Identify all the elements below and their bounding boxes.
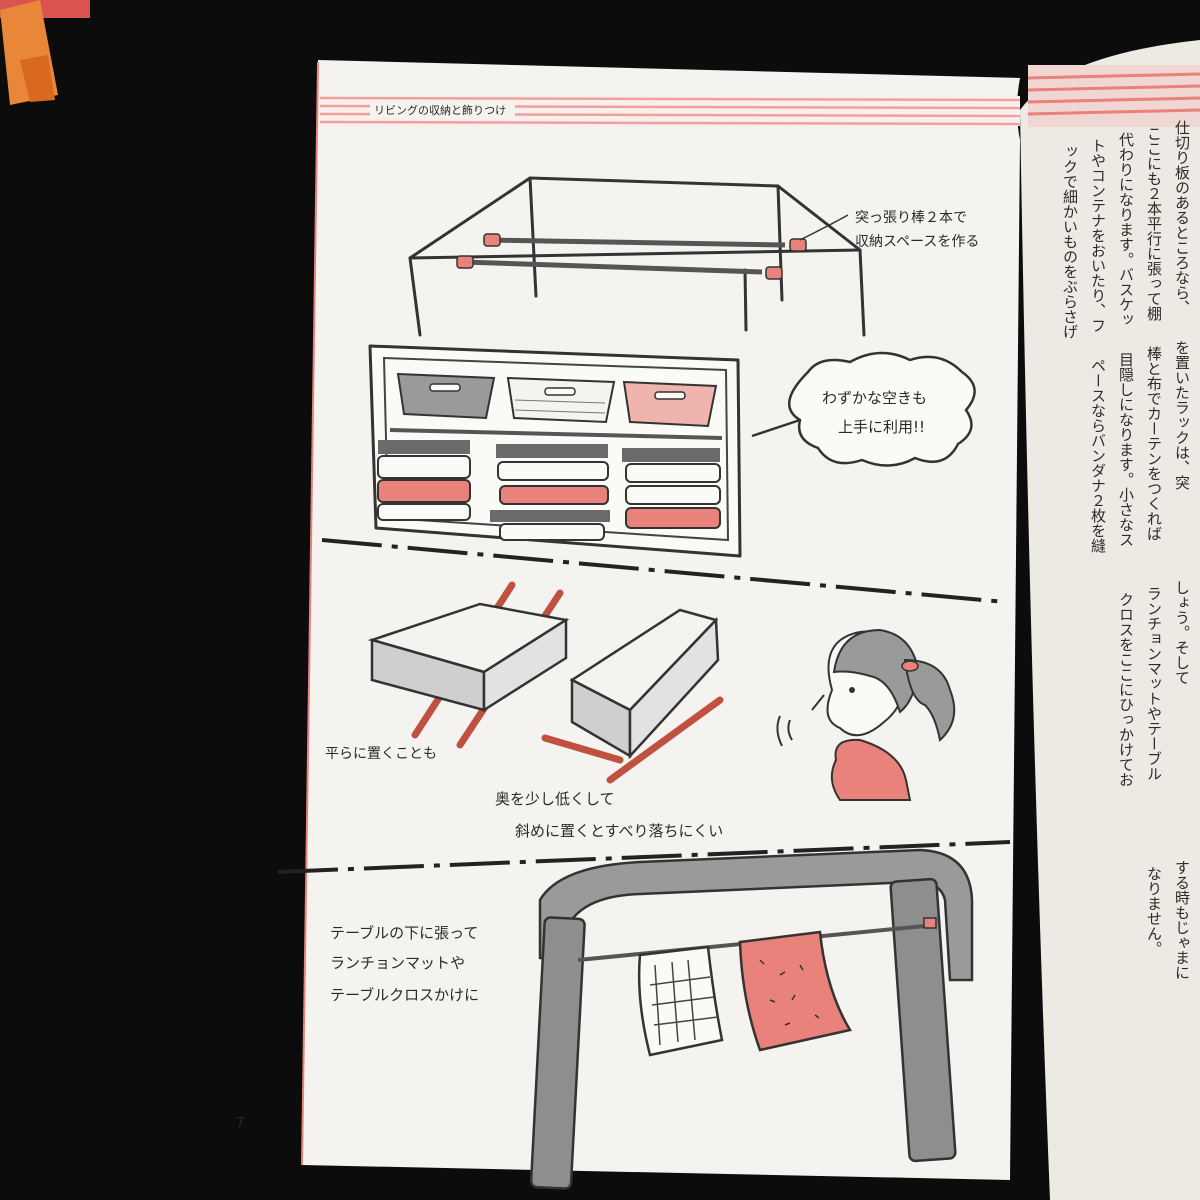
bubble-line1: わずかな空きも [822,389,927,407]
facing-col-6: を置いたラックは、突 [1173,340,1191,490]
label-flat: 平らに置くことも [325,746,437,762]
speech-bubble [751,351,976,467]
storage-cabinet [368,344,742,558]
facing-col-12: クロスをここにひっかけてお [1117,592,1135,787]
basket-white [506,376,616,424]
box-flat [367,581,570,749]
label-table-line3: テーブルクロスかけに [330,986,479,1004]
callout-rods-line2: 収納スペースを作る [855,234,979,250]
tension-rods [456,214,849,280]
facing-col-8: 目隠しになります。小さなス [1117,352,1135,547]
facing-page [1020,40,1200,1200]
label-slanted-line1: 奥を少し低くして [495,790,615,808]
sticky-tag [0,0,90,105]
section-divider [321,538,1006,604]
folded-stack-left [377,440,471,521]
bubble-line2: 上手に利用!! [838,418,925,436]
girl-illustration [776,628,956,801]
facing-col-2: ここにも２本平行に張って棚 [1145,126,1163,321]
table-illustration [529,848,974,1190]
facing-col-9: ペースならバンダナ２枚を縫 [1089,358,1107,553]
facing-col-11: ランチョンマットやテーブル [1145,586,1163,781]
facing-col-10: しょう。そして [1173,580,1191,685]
folded-stack-middle [490,444,610,541]
section-divider [277,840,1011,874]
facing-col-13: する時もじゃまに [1173,860,1191,980]
facing-col-3: 代わりになります。バスケッ [1117,132,1135,327]
facing-col-14: なりません。 [1145,866,1163,956]
header-band: リビングの収納と飾りつけ [319,96,1021,126]
folded-stack-right [622,448,721,529]
header-tab-label: リビングの収納と飾りつけ [374,103,506,117]
label-slanted-line2: 斜めに置くとすべり落ちにくい [515,822,723,840]
basket-gray [396,372,496,420]
label-table-line2: ランチョンマットや [330,954,465,972]
facing-col-1: 仕切り板のあるところなら、 [1173,120,1191,315]
basket-pink [622,380,718,428]
callout-rods-line1: 突っ張り棒２本で [855,210,967,226]
label-table-line1: テーブルの下に張って [330,924,478,942]
facing-page-text: 仕切り板のあるところなら、 ここにも２本平行に張って棚 代わりになります。バスケ… [1061,120,1191,980]
main-page: リビングの収納と飾りつけ [301,60,1021,1180]
box-slanted [541,608,724,784]
facing-col-7: 棒と布でカーテンをつくれば [1145,346,1163,541]
facing-col-4: トやコンテナをおいたり、フ [1089,138,1107,333]
shelf-frame-illustration [408,176,866,337]
page-number: 7 [236,1116,244,1131]
facing-col-5: ックで細かいものをぶらさげ [1061,144,1079,339]
